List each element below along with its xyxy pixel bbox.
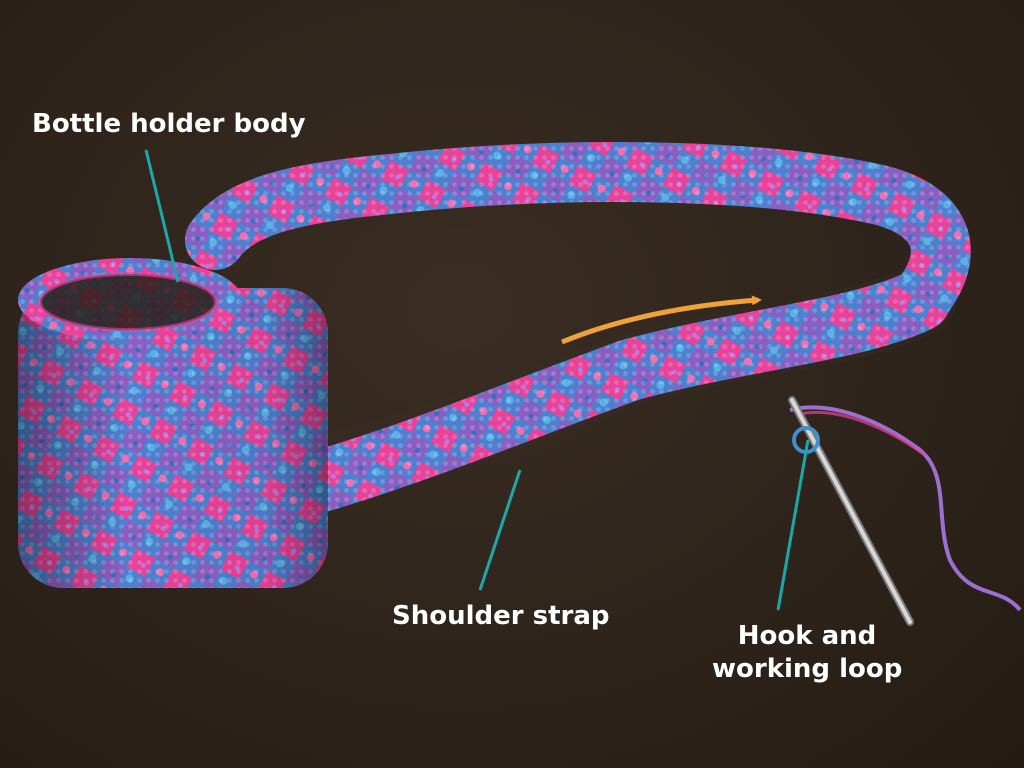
- leader-line-strap: [478, 469, 522, 591]
- label-shoulder-strap: Shoulder strap: [392, 601, 610, 631]
- leader-line-hook: [776, 439, 810, 611]
- bottle-holder-body: [18, 258, 328, 588]
- label-hook-line-2: working loop: [712, 654, 903, 684]
- label-hook-line-1: Hook and: [737, 621, 877, 651]
- yarn-tail: [789, 405, 1022, 612]
- leader-line-body: [144, 149, 180, 283]
- shoulder-strap: [185, 142, 971, 513]
- arrow-right-icon: [561, 295, 762, 345]
- label-bottle-holder-body: Bottle holder body: [32, 109, 306, 139]
- label-hook-and-working-loop: Hook and working loop: [712, 620, 902, 686]
